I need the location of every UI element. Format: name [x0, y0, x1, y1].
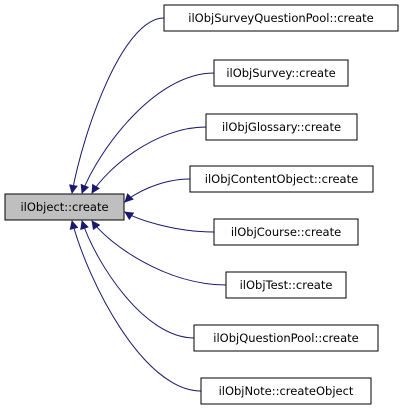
caller-node-survey-question-pool[interactable]: ilObjSurveyQuestionPool::create — [163, 4, 399, 32]
caller-node-label: ilObjNote::createObject — [219, 384, 354, 398]
call-edge-arrow — [124, 178, 191, 203]
call-edge-arrow — [91, 220, 227, 286]
call-edge-arrow — [80, 220, 195, 339]
caller-node-box — [189, 165, 374, 193]
caller-node-glossary[interactable]: ilObjGlossary::create — [205, 113, 358, 141]
caller-node-label: ilObjTest::create — [240, 278, 333, 292]
root-node-label: ilObject::create — [20, 200, 108, 214]
caller-node-box — [200, 377, 372, 405]
caller-node-box — [213, 59, 349, 87]
caller-node-label: ilObjSurveyQuestionPool::create — [188, 11, 373, 25]
caller-node-course[interactable]: ilObjCourse::create — [213, 218, 359, 246]
call-edge-arrow — [69, 220, 202, 392]
caller-node-label: ilObjCourse::create — [231, 225, 341, 239]
caller-node-survey[interactable]: ilObjSurvey::create — [213, 59, 349, 87]
call-edge-arrow — [69, 17, 165, 194]
caller-node-note[interactable]: ilObjNote::createObject — [200, 377, 372, 405]
edge-layer — [69, 17, 227, 392]
caller-node-question-pool[interactable]: ilObjQuestionPool::create — [193, 324, 379, 352]
caller-node-label: ilObjGlossary::create — [222, 120, 341, 134]
caller-node-label: ilObjQuestionPool::create — [213, 331, 358, 345]
caller-node-box — [193, 324, 379, 352]
caller-node-box — [213, 218, 359, 246]
caller-node-box — [163, 4, 399, 32]
caller-node-content-object[interactable]: ilObjContentObject::create — [189, 165, 374, 193]
root-node[interactable]: ilObject::create — [4, 193, 125, 221]
caller-node-label: ilObjContentObject::create — [205, 172, 358, 186]
caller-node-label: ilObjSurvey::create — [226, 66, 335, 80]
call-edge-arrow — [91, 126, 207, 194]
caller-node-box — [225, 271, 347, 299]
root-node-box — [4, 193, 125, 221]
call-edge-arrow — [124, 211, 215, 233]
call-edge-arrow — [80, 72, 215, 194]
caller-node-box — [205, 113, 358, 141]
caller-node-test[interactable]: ilObjTest::create — [225, 271, 347, 299]
